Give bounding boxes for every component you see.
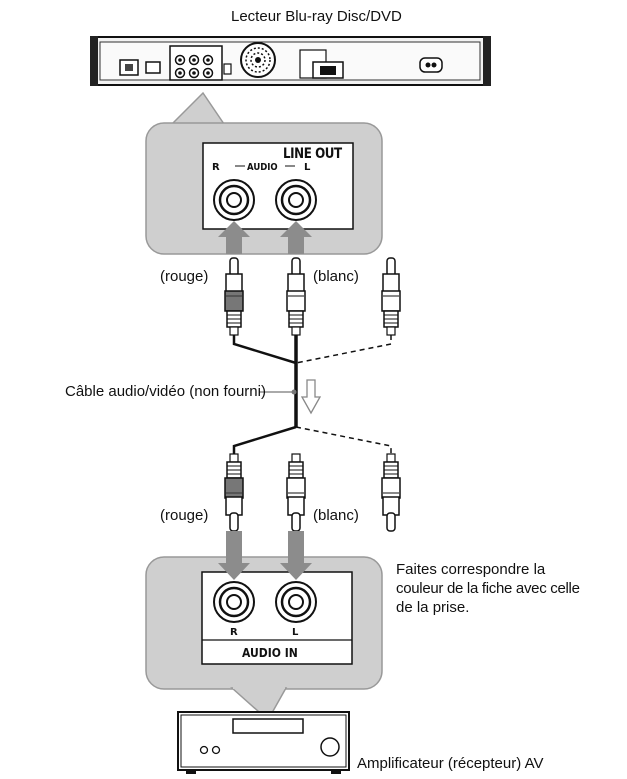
bottom-plug-video — [381, 453, 401, 532]
amp-jack-r-label: R — [230, 627, 238, 638]
direction-arrow-icon — [300, 379, 322, 415]
note-line-2: couleur de la fiche avec celle — [396, 580, 580, 597]
arrow-top-left — [218, 221, 250, 254]
display-icon — [232, 718, 304, 734]
cable-wires — [232, 335, 392, 454]
note-line-1: Faites correspondre la — [396, 561, 546, 578]
top-white-label: (blanc) — [313, 268, 359, 285]
note-line-3: de la prise. — [396, 599, 470, 616]
power-inlet-icon — [419, 57, 443, 73]
top-red-label: (rouge) — [160, 268, 209, 285]
top-plug-red — [224, 257, 244, 336]
top-plug-video — [381, 257, 401, 336]
color-match-note: Faites correspondre la couleur de la fic… — [396, 560, 627, 617]
blu-ray-player — [90, 36, 491, 86]
arrow-bottom-right — [280, 531, 312, 580]
volume-knob-icon — [320, 737, 340, 757]
amplifier-callout — [145, 556, 383, 722]
audio-in-label: AUDIO IN — [242, 646, 298, 660]
button-icon — [199, 745, 209, 755]
amplifier-title: Amplificateur (récepteur) AV — [357, 755, 544, 772]
bottom-red-label: (rouge) — [160, 507, 209, 524]
button-icon — [211, 745, 221, 755]
bottom-plug-red — [224, 453, 244, 532]
bottom-white-label: (blanc) — [313, 507, 359, 524]
arrow-bottom-left — [218, 531, 250, 580]
hdmi-port-icon — [145, 61, 161, 74]
player-title: Lecteur Blu-ray Disc/DVD — [231, 8, 402, 25]
audio-label: AUDIO — [247, 162, 278, 173]
cable-label: Câble audio/vidéo (non fourni) — [65, 383, 266, 400]
bottom-plug-white — [286, 453, 306, 532]
fan-icon — [240, 42, 276, 78]
line-out-label: LINE OUT — [283, 146, 342, 162]
arrow-top-right — [280, 221, 312, 254]
cable-label-leader — [259, 389, 297, 395]
top-plug-white — [286, 257, 306, 336]
player-callout — [145, 91, 383, 255]
av-amplifier — [177, 711, 350, 774]
player-jack-r-label: R — [212, 162, 220, 173]
amp-jack-l-label: L — [292, 627, 299, 638]
player-jack-l-label: L — [304, 162, 311, 173]
